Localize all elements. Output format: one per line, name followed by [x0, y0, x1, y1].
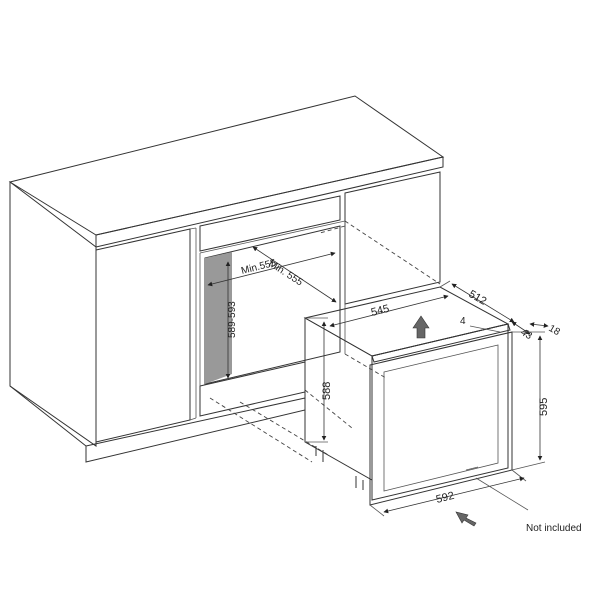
top-width-arrow	[329, 294, 449, 328]
air-inlet-arrow	[455, 511, 477, 527]
cabinet	[8, 95, 445, 463]
wine-cooler	[303, 286, 513, 506]
niche-height-label: 589-593	[227, 301, 238, 338]
not-included-leader	[475, 477, 529, 511]
cabinet-left-side	[9, 180, 97, 447]
control-strip	[371, 323, 511, 363]
countertop-front-edge	[95, 156, 444, 248]
cabinet-plinth	[85, 397, 306, 463]
niche-depth-arrow	[252, 246, 337, 303]
depth-arrow	[451, 283, 515, 323]
door-thickness-arrow	[529, 322, 549, 328]
appliance-dimensions: 545 512 4 43 18 588 595 592 Not included	[305, 280, 582, 534]
appliance-side	[304, 317, 373, 481]
front-width-label: 592	[435, 490, 456, 506]
front-width-arrow	[383, 476, 525, 514]
total-height-label: 595	[538, 398, 550, 416]
cabinet-drawer	[199, 195, 341, 252]
top-width-label: 545	[370, 303, 391, 319]
projection-lines	[209, 220, 441, 463]
appliance-body-right	[371, 323, 509, 501]
countertop-top	[8, 95, 445, 236]
vent-gap-label: 4	[460, 316, 466, 327]
not-included-label: Not included	[526, 523, 582, 534]
door-glass	[383, 344, 499, 492]
depth-label: 512	[467, 288, 489, 308]
door-thickness-label: 18	[547, 323, 563, 338]
vent-up-arrow	[412, 315, 430, 339]
body-height-label: 588	[321, 382, 333, 400]
cabinet-left-door	[95, 228, 191, 443]
door-offset-label: 43	[519, 327, 535, 342]
cabinet-right-door	[344, 171, 441, 305]
niche-depth-label: Min. 555	[266, 258, 305, 288]
